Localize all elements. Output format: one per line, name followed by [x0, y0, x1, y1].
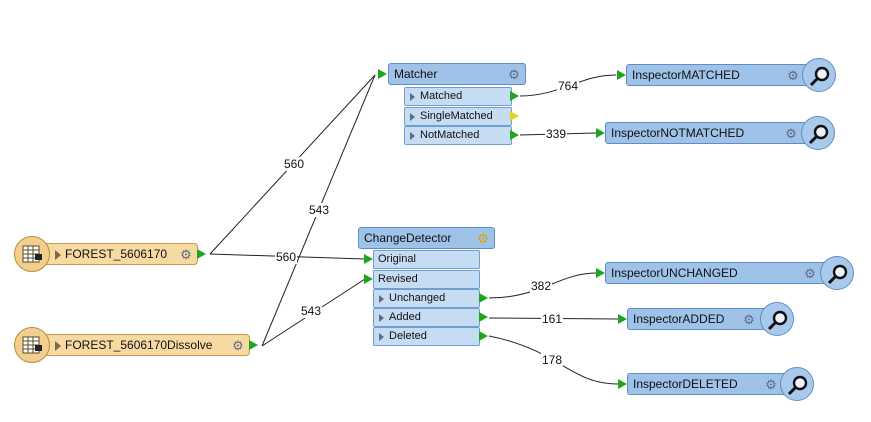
- feature-count-label: 339: [545, 127, 568, 141]
- feature-count-label: 560: [275, 250, 298, 264]
- inspector-not-matched[interactable]: InspectorNOTMATCHED ⚙: [605, 122, 820, 144]
- gear-icon[interactable]: ⚙: [804, 266, 816, 281]
- gear-icon[interactable]: ⚙: [765, 377, 777, 392]
- gear-icon[interactable]: ⚙: [232, 338, 244, 353]
- inspector-added[interactable]: InspectorADDED ⚙: [627, 308, 777, 330]
- gear-icon[interactable]: ⚙: [508, 67, 520, 82]
- inspector-name: InspectorUNCHANGED: [611, 266, 738, 280]
- feature-count-label: 161: [541, 312, 564, 326]
- gear-icon[interactable]: ⚙: [787, 68, 799, 83]
- feature-count-label: 560: [283, 157, 306, 171]
- gear-icon[interactable]: ⚙: [477, 231, 489, 246]
- port-original[interactable]: Original: [373, 250, 480, 269]
- inspector-name: InspectorDELETED: [633, 377, 738, 391]
- inspector-input-port[interactable]: [618, 379, 627, 389]
- expand-triangle-icon[interactable]: [379, 333, 384, 341]
- change-detector-transformer[interactable]: ChangeDetector ⚙: [358, 227, 495, 249]
- magnifier-icon[interactable]: [760, 302, 794, 336]
- reader-forest-dissolve[interactable]: FOREST_5606170Dissolve ⚙: [18, 334, 250, 356]
- inspector-name: InspectorADDED: [633, 312, 725, 326]
- transformer-title: Matcher: [394, 67, 438, 81]
- matched-output-port[interactable]: [510, 91, 519, 101]
- port-label: Original: [378, 253, 416, 265]
- port-single-matched[interactable]: SingleMatched: [404, 107, 512, 126]
- port-label: Added: [389, 311, 421, 323]
- gear-icon[interactable]: ⚙: [743, 312, 755, 327]
- feature-count-label: 382: [530, 279, 553, 293]
- port-added[interactable]: Added: [373, 308, 480, 327]
- port-deleted[interactable]: Deleted: [373, 327, 480, 346]
- port-label: Deleted: [389, 330, 427, 342]
- gear-icon[interactable]: ⚙: [785, 126, 797, 141]
- expand-triangle-icon[interactable]: [379, 295, 384, 303]
- port-label: Unchanged: [389, 292, 446, 304]
- expand-triangle-icon[interactable]: [410, 113, 415, 121]
- inspector-input-port[interactable]: [596, 268, 605, 278]
- reader2-output-port[interactable]: [249, 340, 258, 350]
- port-matched[interactable]: Matched: [404, 87, 512, 106]
- inspector-input-port[interactable]: [617, 70, 626, 80]
- inspector-name: InspectorNOTMATCHED: [611, 126, 745, 140]
- port-revised[interactable]: Revised: [373, 270, 480, 289]
- feature-count-label: 764: [557, 79, 580, 93]
- original-input-port[interactable]: [364, 254, 373, 264]
- feature-count-label: 543: [308, 203, 331, 217]
- not-matched-output-port[interactable]: [510, 130, 519, 140]
- matcher-input-port[interactable]: [378, 69, 387, 79]
- expand-triangle-icon[interactable]: [55, 250, 61, 260]
- port-label: NotMatched: [420, 129, 480, 141]
- expand-triangle-icon[interactable]: [379, 314, 384, 322]
- deleted-output-port[interactable]: [479, 331, 488, 341]
- added-output-port[interactable]: [479, 312, 488, 322]
- gear-icon[interactable]: ⚙: [180, 247, 192, 262]
- inspector-name: InspectorMATCHED: [632, 68, 740, 82]
- port-not-matched[interactable]: NotMatched: [404, 126, 512, 145]
- port-label: SingleMatched: [420, 110, 493, 122]
- reader-name: FOREST_5606170Dissolve: [65, 338, 213, 352]
- expand-triangle-icon[interactable]: [410, 93, 415, 101]
- transformer-title: ChangeDetector: [364, 231, 452, 245]
- magnifier-icon[interactable]: [780, 367, 814, 401]
- inspector-matched[interactable]: InspectorMATCHED ⚙: [626, 64, 818, 86]
- unchanged-output-port[interactable]: [479, 293, 488, 303]
- magnifier-icon[interactable]: [801, 116, 835, 150]
- expand-triangle-icon[interactable]: [55, 341, 61, 351]
- port-label: Revised: [378, 273, 418, 285]
- single-matched-output-port[interactable]: [510, 111, 519, 121]
- inspector-unchanged[interactable]: InspectorUNCHANGED ⚙: [605, 262, 837, 284]
- port-unchanged[interactable]: Unchanged: [373, 289, 480, 308]
- matcher-transformer[interactable]: Matcher ⚙: [388, 63, 526, 85]
- port-label: Matched: [420, 90, 463, 102]
- expand-triangle-icon[interactable]: [410, 132, 415, 140]
- inspector-input-port[interactable]: [618, 314, 627, 324]
- inspector-input-port[interactable]: [596, 128, 605, 138]
- magnifier-icon[interactable]: [802, 58, 836, 92]
- feature-count-label: 543: [300, 304, 323, 318]
- revised-input-port[interactable]: [364, 274, 373, 284]
- table-icon[interactable]: [14, 236, 50, 272]
- magnifier-icon[interactable]: [820, 256, 854, 290]
- feature-count-label: 178: [541, 353, 564, 367]
- reader-name: FOREST_5606170: [65, 247, 168, 261]
- inspector-deleted[interactable]: InspectorDELETED ⚙: [627, 373, 797, 395]
- reader1-output-port[interactable]: [197, 249, 206, 259]
- table-icon[interactable]: [14, 327, 50, 363]
